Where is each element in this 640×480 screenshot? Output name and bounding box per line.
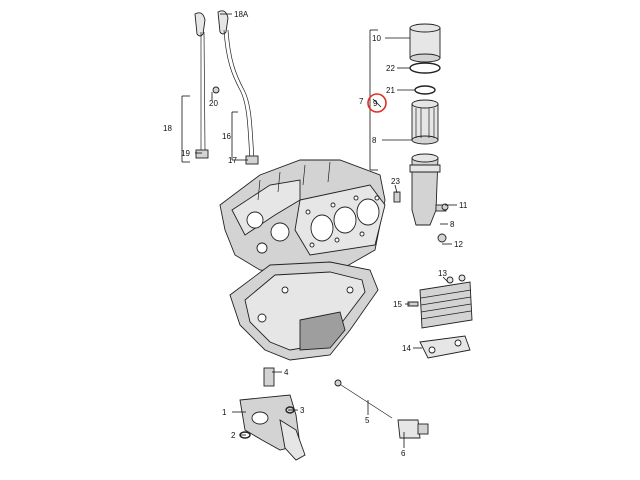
callout-6: 6 bbox=[401, 449, 406, 458]
callout-2: 2 bbox=[231, 431, 236, 440]
callout-13: 13 bbox=[438, 269, 447, 278]
callout-10: 10 bbox=[372, 34, 381, 43]
callout-20: 20 bbox=[209, 99, 218, 108]
callout-8-bottom: 8 bbox=[450, 220, 455, 229]
callout-16: 16 bbox=[222, 132, 231, 141]
leader-lines bbox=[195, 13, 457, 448]
oil-pan bbox=[229, 261, 379, 361]
callout-3: 3 bbox=[300, 406, 305, 415]
oil-sender bbox=[397, 419, 429, 439]
callout-4: 4 bbox=[284, 368, 289, 377]
engine-block bbox=[219, 159, 386, 276]
callout-1: 1 bbox=[222, 408, 227, 417]
callout-14: 14 bbox=[402, 344, 411, 353]
callout-8-top: 8 bbox=[372, 136, 377, 145]
callout-12: 12 bbox=[454, 240, 463, 249]
callout-7: 7 bbox=[359, 97, 364, 106]
oil-filter-stack bbox=[369, 23, 449, 243]
oil-pump bbox=[239, 367, 306, 461]
drive-shaft bbox=[334, 379, 393, 419]
callout-17: 17 bbox=[228, 156, 237, 165]
callout-labels: 18A 18 20 16 19 17 10 22 21 7 9 8 23 11 … bbox=[163, 10, 468, 458]
callout-22: 22 bbox=[386, 64, 395, 73]
highlight-circle bbox=[367, 93, 387, 113]
callout-18: 18 bbox=[163, 124, 172, 133]
oil-cooler bbox=[407, 274, 473, 359]
callout-19: 19 bbox=[181, 149, 190, 158]
callout-11: 11 bbox=[459, 201, 468, 210]
callout-5: 5 bbox=[365, 416, 370, 425]
callout-9: 9 bbox=[373, 99, 378, 108]
callout-21: 21 bbox=[386, 86, 395, 95]
callout-23: 23 bbox=[391, 177, 400, 186]
bolt-23 bbox=[393, 191, 401, 203]
callout-15: 15 bbox=[393, 300, 402, 309]
dipstick-assembly bbox=[181, 10, 259, 165]
callout-18a: 18A bbox=[234, 10, 249, 19]
